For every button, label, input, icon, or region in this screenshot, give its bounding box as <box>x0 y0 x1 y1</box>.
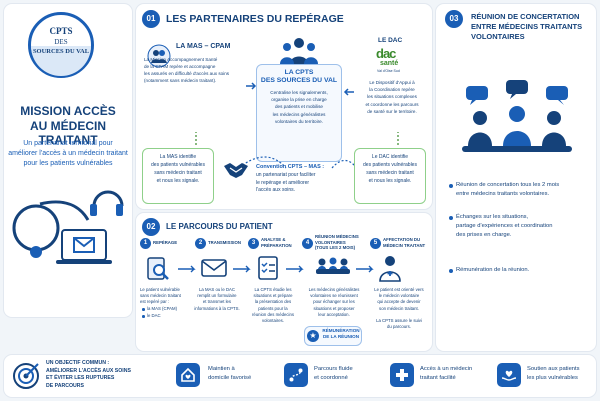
stethoscope-laptop-icon <box>12 190 124 264</box>
dac-logo-sante: santé <box>380 60 399 67</box>
section-3-panel <box>436 4 596 351</box>
logo-line3: SOURCES DU VAL <box>32 48 90 55</box>
dac-text: Le Dispositif d'Appui à la Coordination … <box>365 80 419 114</box>
medical-cross-glyph <box>396 369 408 381</box>
envelope-icon <box>201 259 227 277</box>
section-2-number: 02 <box>142 218 160 236</box>
cpts-center-title: LA CPTS DES SOURCES DU VAL <box>260 69 338 84</box>
section-1-title: LES PARTENAIRES DU REPÉRAGE <box>166 13 344 25</box>
checklist-icon <box>258 256 278 280</box>
dac-logo-sub: Val d'Oise Sud <box>377 69 400 73</box>
logo-line1: CPTS <box>49 26 73 36</box>
step-5-number: 5 <box>370 238 381 249</box>
handshake-small-icon <box>147 44 171 68</box>
section-2-title: LE PARCOURS DU PATIENT <box>166 222 273 231</box>
step-1-number: 1 <box>140 238 151 249</box>
doctor-icon <box>379 256 401 282</box>
step-1-bullet-2: le DAC <box>147 313 161 318</box>
meeting-icon <box>316 257 350 274</box>
mas-text: La Mission Accompagnement Santé de la CP… <box>144 57 230 83</box>
step-2-number: 2 <box>195 238 206 249</box>
mas-signal-box <box>142 148 214 204</box>
footer-item-3: Accès à un médecin traitant facilité <box>420 366 473 381</box>
handshake-icon <box>224 163 248 178</box>
section-3-bullet-dot-1 <box>449 184 453 188</box>
footer-item-2: Parcours fluide et coordonné <box>314 366 353 381</box>
section-1-number: 01 <box>142 10 160 28</box>
dac-signal-box <box>354 148 426 204</box>
step-4-label: RÉUNION MÉDECINS VOLONTAIRES (TOUS LES 2… <box>315 234 359 250</box>
footer-objective: UN OBJECTIF COMMUN : AMÉLIORER L'ACCÈS A… <box>46 360 131 389</box>
cpts-center-box <box>256 64 342 162</box>
convention-text: un partenariat pour faciliter le repérag… <box>256 172 316 193</box>
step-5-label: AFFECTATION DU MÉDECIN TRAITANT <box>383 237 426 248</box>
convention-title: Convention CPTS – MAS : <box>256 164 325 170</box>
route-icon <box>284 363 308 387</box>
target-icon <box>13 363 39 389</box>
footer-item-4: Soutien aux patients les plus vulnérable… <box>527 366 580 381</box>
home-heart-icon <box>176 363 200 387</box>
people-group-icon <box>280 38 318 64</box>
footer-item-1: Maintien à domicile favorisé <box>208 366 252 381</box>
step-1-text: Le patient vulnérable sans médecin trait… <box>140 287 181 305</box>
section-2-panel <box>136 213 432 351</box>
step-4-text: Les médecins généralistes volontaires se… <box>308 287 360 317</box>
mission-subtitle: Un partenariat territorial pour améliore… <box>8 140 128 167</box>
step-1-bullet-dot-2 <box>142 315 145 318</box>
mission-title-1: MISSION ACCÈS <box>20 104 116 118</box>
support-heart-glyph <box>501 370 517 381</box>
mission-title-2: AU MÉDECIN TRAITANT <box>29 119 106 147</box>
step-1-label: REPÉRAGE <box>153 240 178 245</box>
section-3-bullet-dot-3 <box>449 269 453 273</box>
step-5-text: Le patient est orienté vers le médecin v… <box>374 287 424 311</box>
search-document-icon <box>147 257 169 280</box>
step-1-bullet-1: la MAS (CPAM) <box>147 306 178 311</box>
section-3-title: RÉUNION DE CONCERTATION ENTRE MÉDECINS T… <box>471 12 583 41</box>
step-3-number: 3 <box>248 238 259 249</box>
remuneration-label: RÉMUNÉRATION DE LA RÉUNION <box>322 328 360 340</box>
dac-title: LE DAC <box>378 37 403 44</box>
dac-signal-text: Le DAC identifie des patients vulnérable… <box>363 154 417 184</box>
section-3-bullet-1: Réunion de concertation tous les 2 mois … <box>456 182 560 197</box>
step-3-label: ANALYSE & PRÉPARATION <box>261 237 292 248</box>
step-2-label: TRANSMISSION <box>208 240 241 245</box>
cpts-center-text: Centralise les signalements, organise la… <box>270 90 328 124</box>
mas-signal-text: La MAS identifie des patients vulnérable… <box>151 154 205 184</box>
remuneration-badge <box>304 326 362 346</box>
section-3-bullet-3: Rémunération de la réunion. <box>456 267 530 273</box>
section-3-bullet-dot-2 <box>449 216 453 220</box>
section-3-number: 03 <box>445 10 463 28</box>
step-5-text-2: La CPTS assure le suivi du parcours. <box>376 318 422 330</box>
dac-logo: dac <box>376 46 396 61</box>
process-arrows <box>178 265 374 273</box>
route-glyph <box>289 368 303 382</box>
mas-title: LA MAS – CPAM <box>176 43 231 50</box>
logo-line2: DES <box>54 38 68 46</box>
step-1-bullet-dot-1 <box>142 308 145 311</box>
remuneration-star-icon: ★ <box>307 330 319 342</box>
step-3-text: La CPTS étudie les situations et prépare… <box>251 287 295 324</box>
step-2-text: La MAS ou le DAC remplit un formulaire e… <box>194 287 240 311</box>
step-4-number: 4 <box>302 238 313 249</box>
home-heart-glyph <box>181 367 195 382</box>
section-3-bullet-2: Échanges sur les situations, partage d'e… <box>456 214 553 238</box>
concertation-group-icon <box>462 80 572 152</box>
